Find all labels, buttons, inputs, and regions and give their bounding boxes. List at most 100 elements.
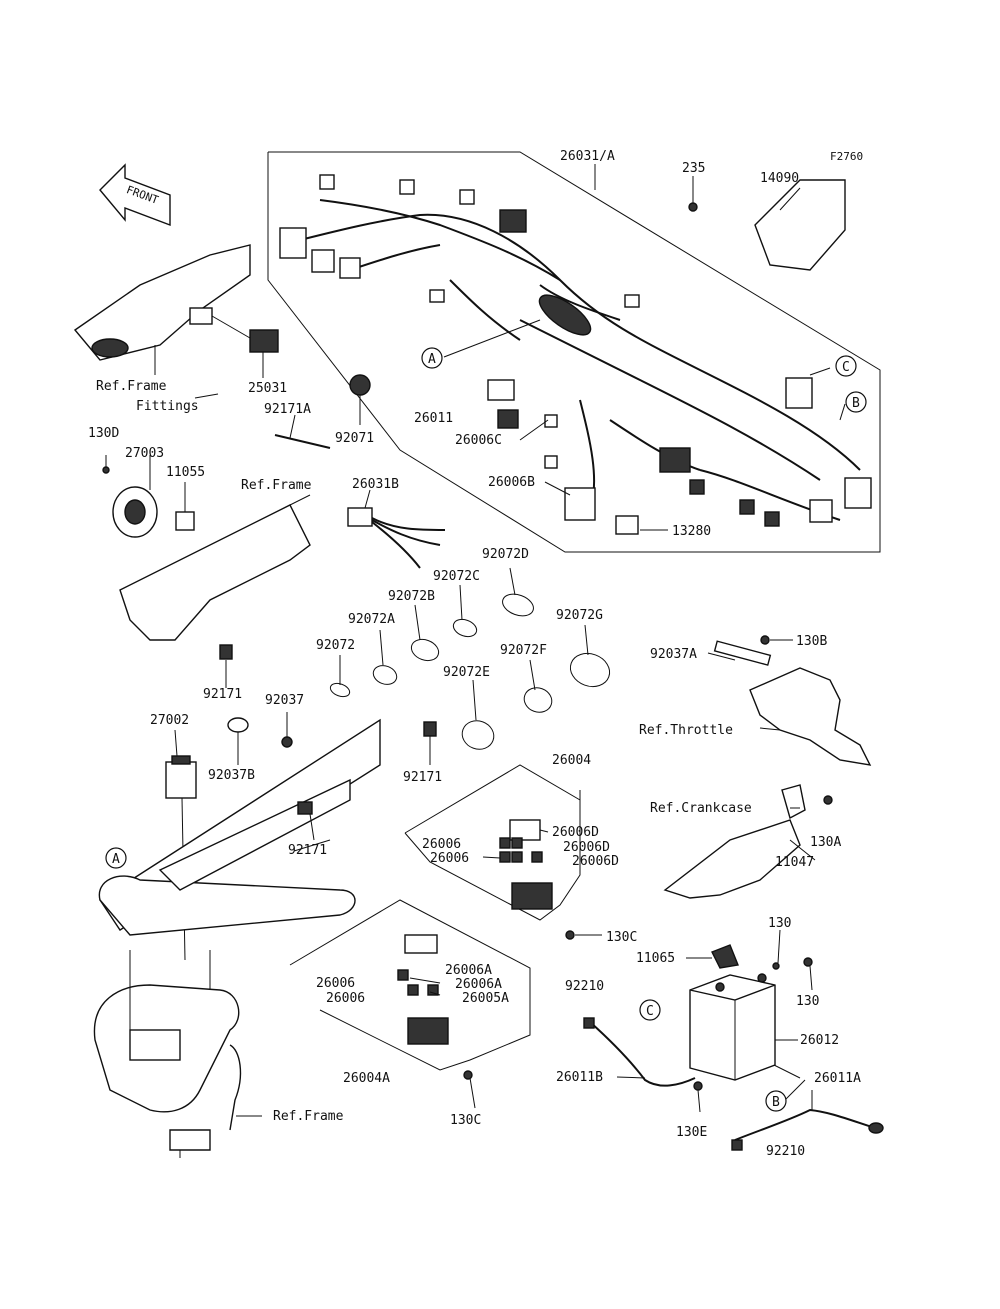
bracket-11055 xyxy=(175,511,195,531)
label-130-1: 130 xyxy=(768,916,791,931)
label-130D: 130D xyxy=(88,426,119,441)
label-26011A: 26011A xyxy=(814,1071,861,1086)
front-arrow-icon: FRONT xyxy=(99,163,171,227)
leader-lines xyxy=(194,164,846,1117)
ref-frame-fittings-1: Ref.Frame xyxy=(96,379,167,394)
label-92210-2: 92210 xyxy=(766,1144,805,1159)
label-92072G: 92072G xyxy=(556,608,603,623)
part-labels: 26031/A 235 14090 25031 Ref.Frame Fittin… xyxy=(88,149,861,1159)
bolt-235 xyxy=(688,202,698,212)
label-26004A: 26004A xyxy=(343,1071,390,1086)
label-92171-2: 92171 xyxy=(403,770,442,785)
label-92072E: 92072E xyxy=(443,665,490,680)
label-26011B: 26011B xyxy=(556,1070,603,1085)
ref-frame-fittings-2: Fittings xyxy=(136,399,199,414)
label-92037B: 92037B xyxy=(208,768,255,783)
label-92072C: 92072C xyxy=(433,569,480,584)
label-26006-2: 26006 xyxy=(430,851,469,866)
label-26004: 26004 xyxy=(552,753,591,768)
clamp-92171-2 xyxy=(423,721,437,737)
label-130B: 130B xyxy=(796,634,827,649)
label-26006-4: 26006 xyxy=(326,991,365,1006)
label-11055: 11055 xyxy=(166,465,205,480)
cover-14090 xyxy=(754,179,846,271)
label-26006D-2: 26006D xyxy=(563,840,610,855)
svg-text:A: A xyxy=(428,352,436,367)
label-27003: 27003 xyxy=(125,446,164,461)
svg-text:A: A xyxy=(112,852,120,867)
svg-text:C: C xyxy=(842,360,850,375)
marker-A-top: A xyxy=(421,347,443,369)
bolt-130C-2 xyxy=(463,1070,473,1080)
figure-code: F2760 xyxy=(830,150,863,163)
ref-frame-bottom: Ref.Frame xyxy=(273,1109,344,1124)
label-92210-1: 92210 xyxy=(565,979,604,994)
throttle-shape xyxy=(749,667,872,766)
marker-C-bottom: C xyxy=(639,999,661,1021)
relay-27002 xyxy=(165,761,197,799)
lower-frame-shape xyxy=(93,718,381,1158)
relay-25031 xyxy=(249,329,279,353)
fusebox-26004A xyxy=(397,934,449,1045)
ref-throttle: Ref.Throttle xyxy=(639,723,733,738)
label-130-2: 130 xyxy=(796,994,819,1009)
battery-26012 xyxy=(689,973,776,1081)
label-130C-2: 130C xyxy=(450,1113,481,1128)
marker-C-top: C xyxy=(835,355,857,377)
clip-13280 xyxy=(615,515,639,535)
clamp-92171-1 xyxy=(219,644,233,660)
marker-B-bottom: B xyxy=(765,1090,787,1112)
bolt-130E xyxy=(693,1081,703,1091)
grommet-92071 xyxy=(349,374,371,396)
cable-26011B xyxy=(589,1021,696,1087)
label-92072A: 92072A xyxy=(348,612,395,627)
label-235: 235 xyxy=(682,161,705,176)
label-130A: 130A xyxy=(810,835,841,850)
label-25031: 25031 xyxy=(248,381,287,396)
label-130E: 130E xyxy=(676,1125,707,1140)
cap-11065 xyxy=(711,944,739,969)
label-26012: 26012 xyxy=(800,1033,839,1048)
fusebox-26004 xyxy=(499,819,553,910)
label-26006-1: 26006 xyxy=(422,837,461,852)
label-27002: 27002 xyxy=(150,713,189,728)
label-130C-1: 130C xyxy=(606,930,637,945)
label-92072F: 92072F xyxy=(500,643,547,658)
bolt-130A xyxy=(823,795,833,805)
fusebox-26004-outline xyxy=(404,764,581,921)
label-92071: 92071 xyxy=(335,431,374,446)
svg-text:B: B xyxy=(852,396,860,411)
ref-crankcase: Ref.Crankcase xyxy=(650,801,752,816)
label-92037: 92037 xyxy=(265,693,304,708)
frame-middle-shape xyxy=(119,504,311,641)
clamp-92171-3 xyxy=(297,801,313,815)
clip-92037 xyxy=(281,736,293,748)
label-26031A: 26031/A xyxy=(560,149,615,164)
label-26006-3: 26006 xyxy=(316,976,355,991)
label-26006D-1: 26006D xyxy=(552,825,599,840)
label-92072B: 92072B xyxy=(388,589,435,604)
clip-92037B xyxy=(227,717,249,733)
svg-text:B: B xyxy=(772,1095,780,1110)
label-26011: 26011 xyxy=(414,411,453,426)
label-14090: 14090 xyxy=(760,171,799,186)
label-11065: 11065 xyxy=(636,951,675,966)
label-26031B: 26031B xyxy=(352,477,399,492)
bolt-130-1 xyxy=(772,962,780,970)
bracket-11047 xyxy=(781,784,806,820)
label-92171-1: 92171 xyxy=(203,687,242,702)
ref-frame-top: Ref.Frame xyxy=(241,478,312,493)
label-26006A-1: 26006A xyxy=(445,963,492,978)
bolt-130B xyxy=(760,635,770,645)
svg-text:C: C xyxy=(646,1004,654,1019)
cable-26011A xyxy=(734,1108,876,1141)
main-wiring-harness xyxy=(279,174,872,527)
label-92171A: 92171A xyxy=(264,402,311,417)
label-26006A-2: 26006A xyxy=(455,977,502,992)
crankcase-shape xyxy=(663,819,801,899)
label-26006C: 26006C xyxy=(455,433,502,448)
label-11047: 11047 xyxy=(775,855,814,870)
bolt-130C-1 xyxy=(565,930,575,940)
